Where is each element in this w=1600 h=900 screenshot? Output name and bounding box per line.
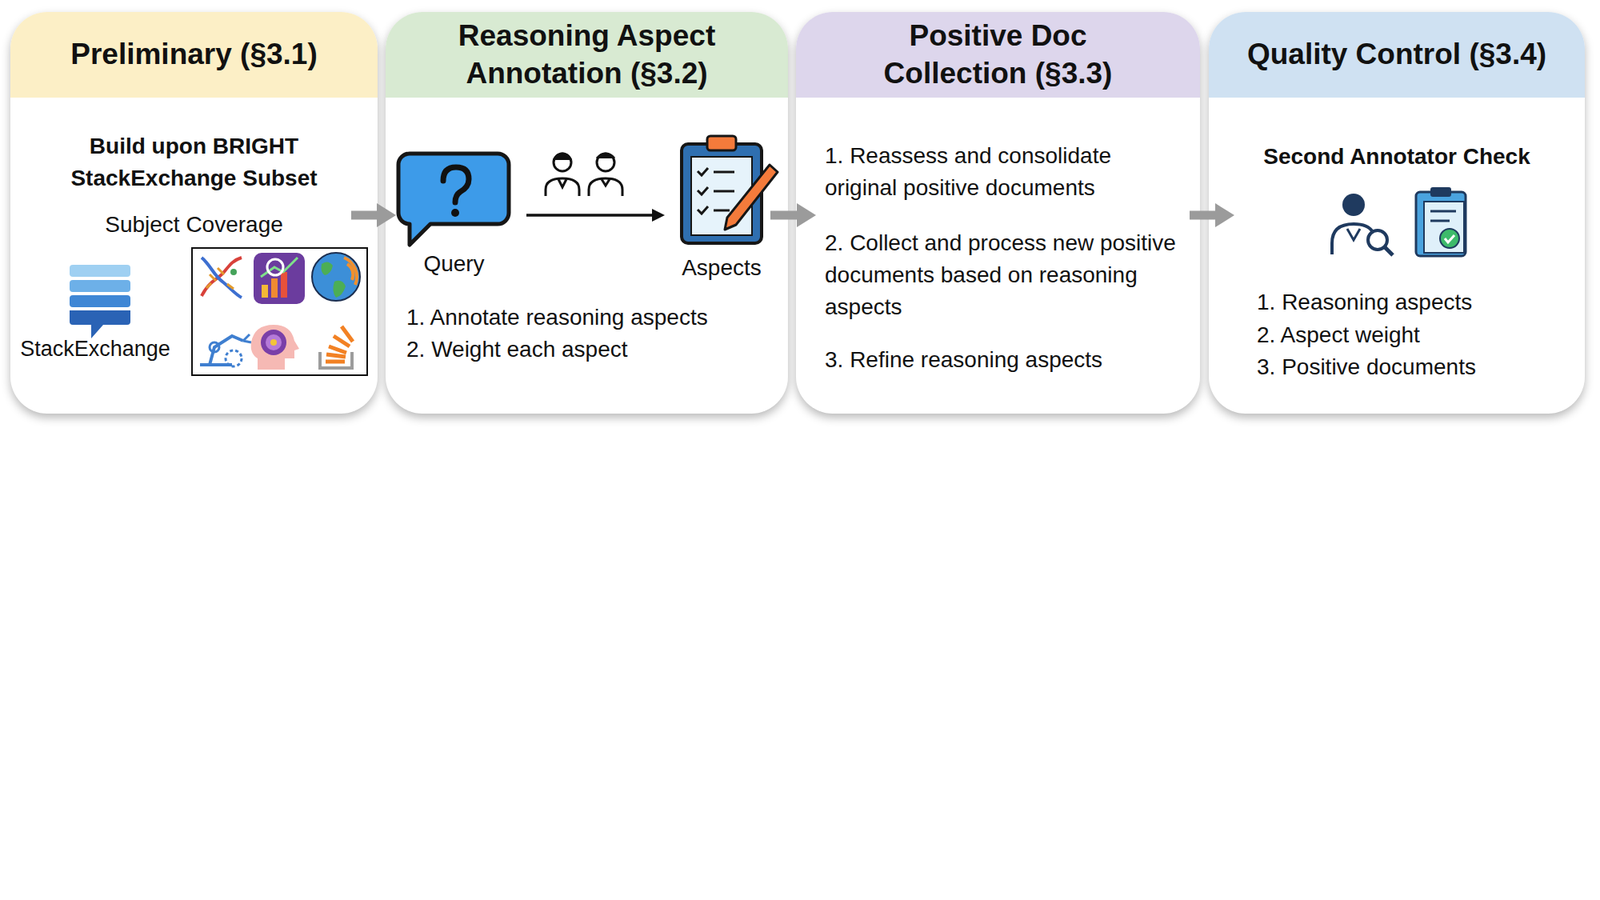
subtitle-text: Second Annotator Check <box>1208 142 1585 172</box>
annotator-people-icon-part <box>596 153 615 159</box>
stackexchange-logo-part <box>69 310 131 339</box>
body-text: 3. Refine reasoning aspects <box>824 345 1181 375</box>
annotator-check-icon-part <box>1342 193 1365 216</box>
annotator-check-icon-part <box>1368 230 1388 250</box>
query-bubble-icon-part <box>398 153 509 245</box>
stage-panel: Positive Doc Collection (§3.3) 1. Reasses… <box>796 12 1200 414</box>
subject-icons-part <box>261 284 268 298</box>
panel-header: Positive Doc Collection (§3.3) <box>796 12 1200 98</box>
annotator-people-icon-part <box>553 153 572 172</box>
body-text: 3. Positive documents <box>1256 352 1577 382</box>
stage-panel: Reasoning Aspect Annotation (§3.2) 1. Ann… <box>385 12 788 414</box>
subject-icons-part <box>260 329 287 356</box>
subject-icons-part <box>201 257 242 296</box>
subject-icons-part <box>225 350 242 367</box>
stage-panel: Quality Control (§3.4) Second Annotator C… <box>1208 12 1585 414</box>
aspects-clipboard-icon-part <box>713 172 735 211</box>
panel-title: Quality Control (§3.4) <box>1236 36 1557 73</box>
panel-header: Reasoning Aspect Annotation (§3.2) <box>385 12 788 98</box>
subject-icons-part <box>325 326 353 362</box>
subtitle-text: Build upon BRIGHT StackExchange Subset <box>26 130 362 195</box>
body-text: StackExchange <box>10 335 180 364</box>
subject-icons-part <box>320 352 352 368</box>
stage-arrow <box>1189 211 1216 220</box>
subject-icons-part <box>243 334 252 343</box>
body-text: Aspects <box>669 253 774 283</box>
subject-icons-part <box>267 259 284 276</box>
subject-icons-part <box>201 257 242 298</box>
annotator-people-icon-part <box>553 153 572 160</box>
annotator-check-icon-part <box>1332 224 1373 255</box>
annotator-check-icon-part <box>1384 247 1393 256</box>
aspects-clipboard-icon-part <box>697 168 708 214</box>
body-text: 2. Aspect weight <box>1256 320 1577 350</box>
stage-arrow <box>770 211 797 220</box>
body-text: Query <box>397 249 511 279</box>
subject-icons-part <box>271 278 278 298</box>
subject-icons <box>192 248 368 376</box>
annotator-people-icon-part <box>588 178 623 196</box>
subject-icons-part <box>344 257 357 285</box>
annotator-check-icon-part <box>1424 201 1464 253</box>
panel-header: Quality Control (§3.4) <box>1208 12 1585 98</box>
subject-icons-part <box>270 339 277 346</box>
stackexchange-logo-part <box>69 264 131 277</box>
annotator-check-icon <box>1332 187 1466 256</box>
subject-icons-part <box>206 268 234 289</box>
annotator-check-icon-part <box>1416 192 1466 256</box>
subject-icons-part <box>200 336 244 365</box>
icon-node: Query <box>397 148 511 281</box>
query-bubble-icon-part <box>443 167 469 203</box>
annotator-check-icon-part <box>1347 228 1360 240</box>
body-text: 1. Reassess and consolidate original pos… <box>824 140 1181 204</box>
query-bubble-icon <box>398 153 509 245</box>
annotator-people-icon-part <box>596 153 615 172</box>
aspects-clipboard-icon-part <box>724 164 778 230</box>
icon-node: Aspects <box>669 132 774 285</box>
annotator-check-icon-part <box>1430 211 1456 221</box>
subject-icons-part <box>253 252 305 304</box>
stackexchange-logo <box>69 264 131 339</box>
body-text: Subject Coverage <box>10 210 378 240</box>
subject-icons-part <box>280 272 288 298</box>
subject-icons-part <box>251 324 300 370</box>
panel-title: Preliminary (§3.1) <box>18 36 371 73</box>
subject-icons-part <box>265 334 282 351</box>
annotator-people-icon <box>545 153 623 196</box>
subject-icons-part <box>321 261 347 298</box>
annotator-people-icon-part <box>558 179 567 188</box>
body-text: 2. Collect and process new positive docu… <box>824 227 1181 324</box>
subject-icons-part <box>192 248 368 376</box>
annotator-check-icon-part <box>1440 228 1460 248</box>
aspects-clipboard-icon-part <box>681 144 762 244</box>
subject-icons-part <box>209 342 220 352</box>
flow-arrow <box>526 213 652 217</box>
annotator-check-icon-part <box>1430 187 1452 197</box>
body-text: 2. Weight each aspect <box>406 335 783 364</box>
panel-header: Preliminary (§3.1) <box>10 12 378 98</box>
stage-arrow <box>351 211 377 220</box>
subject-icons-part <box>312 252 360 301</box>
stackexchange-logo-part <box>69 280 131 292</box>
stackexchange-logo-part <box>69 295 131 308</box>
annotator-people-icon-part <box>601 179 610 186</box>
panel-title: Positive Doc Collection (§3.3) <box>838 17 1159 92</box>
subject-icons-part <box>260 257 298 277</box>
query-bubble-icon-part <box>451 208 460 217</box>
annotator-people-icon-part <box>545 178 580 196</box>
body-text: 1. Reasoning aspects <box>1256 288 1577 317</box>
aspects-clipboard-icon <box>681 136 778 244</box>
body-text: 1. Annotate reasoning aspects <box>406 303 783 332</box>
stage-panel: Preliminary (§3.1) Build upon BRIGHT Stac… <box>10 12 378 414</box>
panel-title: Reasoning Aspect Annotation (§3.2) <box>411 17 764 92</box>
annotator-check-icon-part <box>1444 235 1455 243</box>
aspects-clipboard-icon-part <box>691 156 752 236</box>
subject-icons-part <box>230 268 237 276</box>
aspects-clipboard-icon-part <box>707 136 736 151</box>
